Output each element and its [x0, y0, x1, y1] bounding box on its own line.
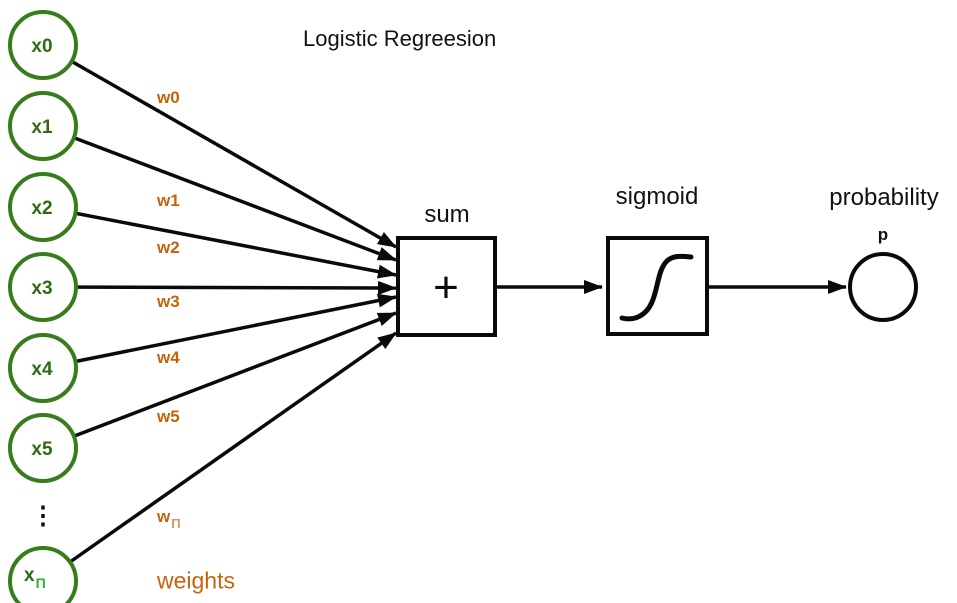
weight-label-w5: w5 — [157, 407, 180, 426]
probability-label: probability — [829, 184, 939, 211]
wn-subscript-n: Π — [171, 516, 181, 531]
input-node-x3 — [8, 252, 78, 322]
edge-x3-sum — [42, 280, 397, 295]
input-label-x2: x2 — [31, 198, 53, 219]
edge-x0-sum — [42, 43, 397, 249]
diagram-title: Logistic Regreesion — [303, 26, 497, 51]
input-label-x5: x5 — [31, 439, 53, 460]
weight-label-w3: w3 — [157, 292, 180, 311]
weight-edges — [41, 43, 398, 583]
ellipsis: ⋮ — [30, 501, 56, 530]
input-label-x4: x4 — [31, 359, 53, 380]
input-node-x5 — [8, 413, 78, 483]
sigmoid-curve-icon — [619, 253, 694, 322]
input-label-x3: x3 — [31, 278, 53, 299]
input-nodes — [8, 10, 78, 603]
input-node-xn — [8, 546, 78, 603]
weight-label-w0: w0 — [157, 88, 180, 107]
p-node-label: p — [877, 225, 889, 244]
xn-subscript-n: Π — [35, 575, 46, 591]
input-node-x1 — [8, 91, 78, 161]
xn-base: x — [24, 565, 35, 586]
weights-caption: weights — [157, 567, 235, 594]
edge-xn-sum — [41, 331, 398, 583]
edge-x4-sum — [42, 293, 397, 370]
input-label-xn: xΠ — [24, 565, 46, 591]
edge-x1-sum — [42, 124, 397, 262]
sum-box — [396, 236, 497, 337]
sum-label: sum — [424, 201, 470, 228]
weight-label-wn: wΠ — [157, 507, 181, 531]
probability-node — [848, 252, 918, 322]
plus-symbol: + — [433, 263, 459, 312]
weight-label-w2: w2 — [157, 238, 180, 257]
weight-label-w4: w4 — [157, 348, 180, 367]
input-node-x2 — [8, 172, 78, 242]
edge-x5-sum — [42, 311, 397, 450]
input-node-x4 — [8, 333, 78, 403]
edge-x2-sum — [42, 205, 397, 279]
input-label-x0: x0 — [31, 36, 53, 57]
sigmoid-label: sigmoid — [615, 183, 699, 210]
wn-base: w — [157, 507, 171, 526]
input-node-x0 — [8, 10, 78, 80]
weight-label-w1: w1 — [157, 191, 180, 210]
input-label-x1: x1 — [31, 117, 53, 138]
